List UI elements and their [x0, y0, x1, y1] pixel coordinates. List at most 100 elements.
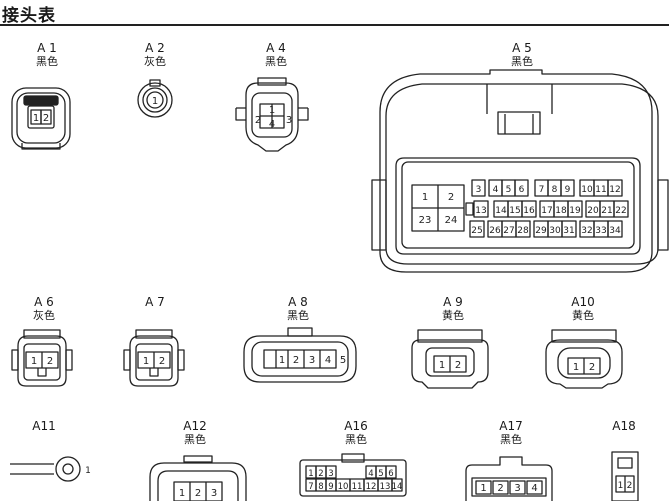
- pin-label: 19: [569, 206, 581, 216]
- connector-a10-label: A10 黄色: [553, 295, 613, 323]
- pin-label: 20: [587, 206, 599, 216]
- connector-id: A11: [32, 419, 56, 433]
- title-rule: [0, 24, 669, 26]
- pin-label: 21: [601, 206, 612, 216]
- connector-a11-label: A11: [14, 420, 74, 433]
- connector-a5-drawing: 1 2 23 24 3 4 5 6 7 8 9 10 11 12 13 14 1…: [371, 69, 669, 273]
- pin-label: 24: [445, 215, 458, 226]
- pin-label: 32: [581, 226, 592, 236]
- connector-color: 黑色: [36, 55, 58, 68]
- connector-a12-label: A12 黑色: [165, 419, 225, 447]
- pin-label: 12: [609, 185, 620, 195]
- pin-label: 2: [455, 360, 461, 371]
- connector-a1-drawing: 1 2: [11, 87, 71, 150]
- connector-a18-label: A18: [594, 420, 654, 433]
- pin-label: 12: [366, 482, 377, 492]
- pin-label: 2: [195, 488, 201, 499]
- pin-label: 29: [535, 226, 547, 236]
- connector-id: A16: [344, 419, 368, 433]
- pin-label: 3: [211, 488, 217, 499]
- connector-a17-label: A17 黑色: [481, 419, 541, 447]
- connector-a16-label: A16 黑色: [326, 419, 386, 447]
- connector-color: 黑色: [184, 433, 206, 446]
- connector-id: A17: [499, 419, 523, 433]
- pin-label: 1: [85, 466, 91, 476]
- pin-label: 2: [318, 469, 323, 479]
- pin-label: 10: [338, 482, 349, 492]
- pin-label: 3: [328, 469, 333, 479]
- connector-a9-label: A 9 黄色: [423, 295, 483, 323]
- pin-label: 33: [595, 226, 606, 236]
- connector-a5-label: A 5 黑色: [492, 41, 552, 69]
- pin-label: 5: [340, 355, 346, 366]
- pin-label: 1: [269, 105, 275, 116]
- connector-color: 黄色: [572, 309, 594, 322]
- pin-label: 2: [43, 113, 49, 124]
- connector-a8-drawing: 1 2 3 4 5: [243, 327, 357, 383]
- connector-a8-label: A 8 黑色: [268, 296, 328, 323]
- connector-id: A18: [612, 419, 636, 433]
- pin-label: 2: [589, 362, 595, 373]
- connector-id: A 2: [145, 41, 165, 55]
- connector-color: 黑色: [345, 433, 367, 446]
- pin-label: 5: [506, 185, 512, 195]
- pin-label: 9: [565, 185, 571, 195]
- connector-a7-drawing: 1 2: [123, 329, 185, 387]
- connector-color: 灰色: [144, 55, 166, 68]
- pin-label: 1: [439, 360, 445, 371]
- connector-color: 黑色: [511, 55, 533, 68]
- pin-label: 13: [380, 482, 391, 492]
- pin-label: 2: [47, 356, 53, 367]
- connector-a11-drawing: 1: [10, 456, 91, 482]
- pin-label: 22: [615, 206, 626, 216]
- connector-a6-drawing: 1 2: [11, 329, 73, 387]
- connector-a18-drawing: 1 2: [611, 451, 639, 501]
- pin-label: 8: [552, 185, 558, 195]
- connector-id: A 4: [266, 41, 286, 55]
- connector-a7-label: A 7: [125, 296, 185, 309]
- pin-label: 1: [31, 356, 37, 367]
- pin-label: 30: [549, 226, 561, 236]
- connector-id: A 9: [443, 295, 463, 309]
- connector-color: 灰色: [33, 309, 55, 322]
- pin-label: 15: [509, 206, 520, 216]
- pin-label: 6: [388, 469, 393, 479]
- pin-label: 27: [503, 226, 514, 236]
- pin-label: 31: [563, 226, 574, 236]
- pin-label: 4: [325, 355, 331, 366]
- connector-a9-drawing: 1 2: [411, 329, 489, 389]
- connector-a4-label: A 4 黑色: [246, 41, 306, 69]
- connector-id: A 7: [145, 295, 165, 309]
- pin-label: 5: [378, 469, 383, 479]
- pin-label: 4: [269, 119, 275, 130]
- pin-label: 2: [448, 192, 454, 203]
- pin-label: 7: [539, 185, 545, 195]
- pin-label: 7: [308, 482, 313, 492]
- pin-label: 16: [523, 206, 535, 216]
- connector-a12-drawing: 1 2 3: [149, 455, 247, 501]
- pin-cell: [40, 109, 52, 125]
- pin-label: 1: [279, 355, 285, 366]
- pin-label: 2: [497, 483, 503, 494]
- pin-label: 2: [293, 355, 299, 366]
- connector-a2-drawing: 1: [137, 79, 173, 118]
- connector-a2-label: A 2 灰色: [125, 41, 185, 69]
- pin-label: 1: [143, 356, 149, 367]
- pin-label: 3: [476, 185, 482, 195]
- pin-label: 1: [308, 469, 313, 479]
- connector-color: 黑色: [287, 309, 309, 322]
- pin-label: 14: [392, 482, 403, 492]
- connector-id: A10: [571, 295, 595, 309]
- connector-color: 黑色: [265, 55, 287, 68]
- pin-label: 1: [618, 481, 624, 491]
- connector-id: A12: [183, 419, 207, 433]
- connector-a16-drawing: 1 2 3 4 5 6 7 8 9 10 11 12 13 14: [299, 453, 407, 497]
- connector-a6-label: A 6 灰色: [14, 296, 74, 323]
- connector-id: A 5: [512, 41, 532, 55]
- pin-label: 4: [368, 469, 373, 479]
- pin-label: 4: [493, 185, 499, 195]
- pin-label: 1: [480, 483, 486, 494]
- pin-label: 3: [309, 355, 315, 366]
- pin-label: 11: [595, 185, 606, 195]
